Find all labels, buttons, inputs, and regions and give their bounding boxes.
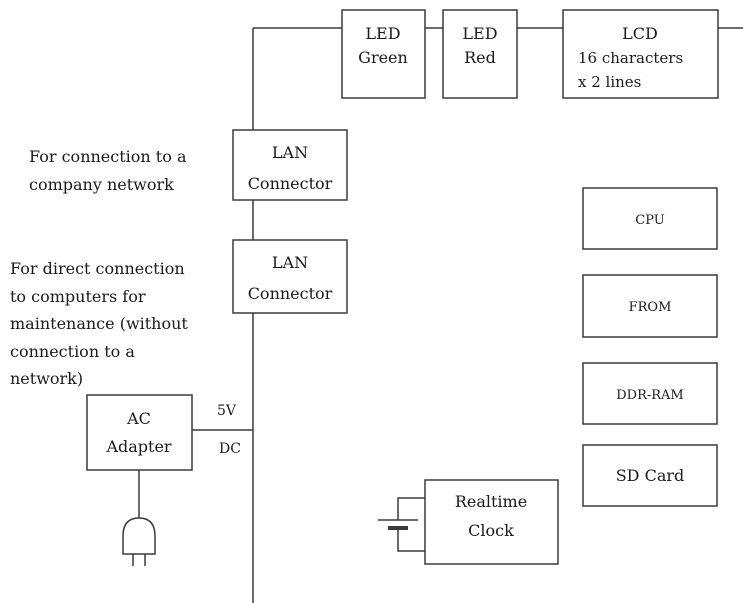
direct-connection-note-line2: to computers for (10, 287, 146, 306)
led-red-block: LED Red (442, 9, 518, 99)
from-label: FROM (629, 300, 672, 315)
led-red-line1: LED (462, 24, 497, 43)
led-green-line2: Green (358, 48, 408, 67)
lan-direct-line1: LAN (272, 253, 308, 272)
lan-connector-company-block: LAN Connector (232, 129, 348, 201)
led-green-block: LED Green (341, 9, 426, 99)
power-plug-icon (122, 517, 156, 566)
sd-card-label: SD Card (616, 466, 685, 485)
company-network-annotation: For connection to a company network (29, 147, 187, 194)
lcd-block: LCD 16 characters x 2 lines (562, 9, 719, 99)
lan-direct-line2: Connector (248, 284, 333, 303)
ac-adapter-block: AC Adapter (86, 394, 193, 471)
lan-company-line1: LAN (272, 143, 308, 162)
led-red-line2: Red (464, 48, 496, 67)
direct-connection-note-line5: network) (10, 369, 83, 388)
lan-connector-direct-block: LAN Connector (232, 239, 348, 314)
rtc-line2: Clock (468, 521, 514, 540)
direct-connection-note-line1: For direct connection (10, 259, 185, 278)
led-green-line1: LED (365, 24, 400, 43)
cpu-label: CPU (635, 213, 664, 228)
battery-icon (378, 519, 418, 530)
lcd-line3: x 2 lines (578, 73, 641, 91)
direct-connection-note-line4: connection to a (10, 342, 135, 361)
lan-company-line2: Connector (248, 174, 333, 193)
cpu-block: CPU (582, 187, 718, 250)
ac-adapter-line1: AC (126, 409, 151, 428)
rtc-line1: Realtime (455, 492, 527, 511)
voltage-label: 5V (217, 403, 237, 419)
lcd-line2: 16 characters (578, 49, 683, 67)
ddr-ram-label: DDR-RAM (616, 388, 684, 403)
realtime-clock-block: Realtime Clock (424, 479, 559, 565)
company-network-note-line1: For connection to a (29, 147, 187, 166)
from-block: FROM (582, 274, 718, 338)
direct-connection-annotation: For direct connection to computers for m… (10, 259, 188, 388)
current-type-label: DC (219, 441, 241, 457)
direct-connection-note-line3: maintenance (without (10, 314, 188, 333)
ddr-ram-block: DDR-RAM (582, 362, 718, 425)
battery-wires (397, 497, 425, 552)
wires (138, 27, 743, 603)
sd-card-block: SD Card (582, 444, 718, 507)
company-network-note-line2: company network (29, 175, 174, 194)
ac-adapter-line2: Adapter (105, 437, 171, 456)
lcd-line1: LCD (622, 24, 658, 43)
